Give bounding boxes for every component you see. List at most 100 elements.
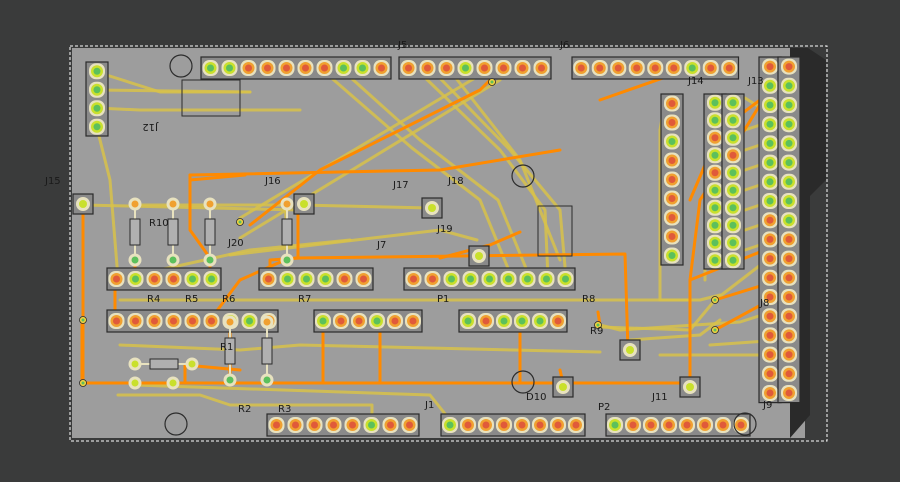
header-top-1-pad-hole-2 [245, 64, 252, 72]
header-right-b-pad-hole-5 [785, 159, 793, 167]
header-top-3-pad-hole-3 [633, 64, 641, 72]
resistor-r4-pad-hole-0 [131, 200, 139, 208]
header-bottom-2-pad-hole-3 [500, 421, 508, 429]
header-bottom-3-body [605, 413, 751, 437]
bottom-trace-5 [338, 66, 532, 280]
header-mid-2-pad-hole-0 [265, 275, 272, 283]
label-r9: R9 [590, 326, 603, 337]
label-r5: R5 [185, 294, 198, 305]
header-bottom-3-pad-hole-2 [647, 421, 655, 429]
header-mid-3-pad-hole-1 [429, 275, 436, 283]
header-mid-2-pad-hole-1 [284, 275, 291, 283]
header-top-2-pad-hole-4 [481, 64, 488, 72]
header-j12-pad-hole-0 [93, 67, 101, 75]
header-j14-pad-hole-6 [668, 214, 676, 221]
header-top-1-pad-hole-0 [207, 64, 214, 72]
header-top-2-pad-hole-6 [519, 64, 526, 72]
pad-d10-hole [559, 383, 567, 391]
resistor-r1-body [224, 337, 236, 365]
bottom-trace-24 [743, 123, 762, 132]
header-top-1 [200, 56, 392, 80]
header-low-1-pad-hole-2 [151, 317, 158, 325]
header-right-a-pad-hole-5 [766, 159, 774, 167]
header-right-a-pad-hole-14 [766, 331, 774, 339]
header-mid-1 [106, 267, 222, 291]
pad-j18 [421, 197, 443, 219]
header-right-a-pad-hole-1 [766, 82, 774, 90]
label-j6: J6 [559, 40, 569, 51]
header-j12-body [85, 61, 109, 137]
header-top-1-pad-hole-5 [302, 64, 309, 72]
header-low-1-pad-hole-0 [113, 317, 120, 325]
header-mid-2 [258, 267, 374, 291]
header-top-1-pad-hole-1 [226, 64, 233, 72]
pad-j18-hole [428, 204, 436, 212]
header-mid-3-pad-hole-2 [448, 275, 455, 283]
header-bottom-3-pad-hole-3 [665, 421, 673, 429]
resistor-r5 [166, 197, 180, 267]
header-right-a-pad-hole-16 [766, 370, 774, 378]
header-mid-2-pad-hole-2 [303, 275, 310, 283]
label-r2: R2 [238, 404, 251, 415]
header-j13-b-pad-hole-0 [729, 99, 737, 107]
header-low-1-pad-hole-5 [208, 317, 215, 325]
header-j13-a-pad-hole-9 [711, 256, 719, 264]
pin-headers [85, 56, 801, 437]
header-j13-a-pad-hole-2 [711, 134, 719, 142]
header-mid-2-pad-hole-5 [360, 275, 367, 283]
header-top-3-pad-hole-1 [596, 64, 604, 72]
pad-j19 [468, 245, 490, 267]
header-top-3-pad-hole-5 [670, 64, 678, 72]
label-r4: R4 [147, 294, 160, 305]
bottom-trace-13 [148, 238, 352, 274]
header-right-b [777, 56, 801, 404]
header-mid-1-pad-hole-1 [132, 275, 139, 283]
resistor-horizontal-pad-hole-3 [169, 379, 177, 387]
header-mid-3-pad-hole-6 [524, 275, 531, 283]
label-p2: P2 [598, 402, 610, 413]
bottom-trace-12 [228, 228, 479, 257]
header-j12 [85, 61, 109, 137]
bottom-trace-7 [428, 66, 568, 280]
header-mid-2-pad-hole-4 [341, 275, 348, 283]
silkscreen-labels: J14 J13 J12 R4 R5 R6 R7 R1 R2 R3 J1 P2 J… [44, 40, 772, 415]
header-bottom-2-pad-hole-7 [572, 421, 580, 429]
header-j13-b-pad-hole-5 [729, 186, 737, 194]
bottom-trace-4 [318, 66, 514, 280]
header-low-2 [313, 309, 423, 333]
bottom-trace-3 [95, 126, 120, 280]
header-j14-pad-hole-3 [668, 157, 676, 164]
resistor-r2 [260, 315, 274, 387]
resistor-r5-pad-hole-0 [169, 200, 177, 208]
header-right-b-pad-hole-14 [785, 331, 793, 339]
mounting-hole-2 [511, 370, 535, 394]
bottom-trace-29 [743, 223, 762, 232]
header-top-3-pad-hole-6 [688, 64, 696, 72]
mounting-hole-1 [511, 164, 535, 188]
resistor-r7-pad-hole-1 [283, 256, 291, 264]
header-top-2-pad-hole-1 [424, 64, 431, 72]
header-right-b-pad-hole-9 [785, 235, 793, 243]
top-trace-12 [188, 173, 247, 182]
header-right-a-pad-hole-3 [766, 120, 774, 128]
header-right-b-pad-hole-11 [785, 274, 793, 282]
ic-outline [181, 79, 241, 117]
resistor-r6-pad-hole-1 [206, 256, 214, 264]
label-j7: J7 [376, 240, 386, 251]
bottom-trace-18 [598, 248, 782, 332]
resistor-r2-pad-hole-0 [263, 318, 271, 326]
via-hole-5 [490, 80, 494, 84]
header-bottom-3-pad-hole-6 [719, 421, 727, 429]
header-j12-pad-hole-2 [93, 104, 101, 112]
header-right-b-pad-hole-15 [785, 351, 793, 359]
header-low-2-pad-hole-3 [373, 317, 381, 325]
label-j14: J14 [687, 76, 704, 87]
header-low-3-pad-hole-0 [464, 317, 472, 325]
header-j13-b-pad-hole-9 [729, 256, 737, 264]
label-r1: R1 [220, 342, 233, 353]
header-right-b-pad-hole-0 [785, 63, 793, 71]
header-j13-a-pad-hole-4 [711, 169, 719, 177]
header-j13-a-pad-hole-1 [711, 116, 719, 124]
header-mid-1-pad-hole-5 [208, 275, 215, 283]
